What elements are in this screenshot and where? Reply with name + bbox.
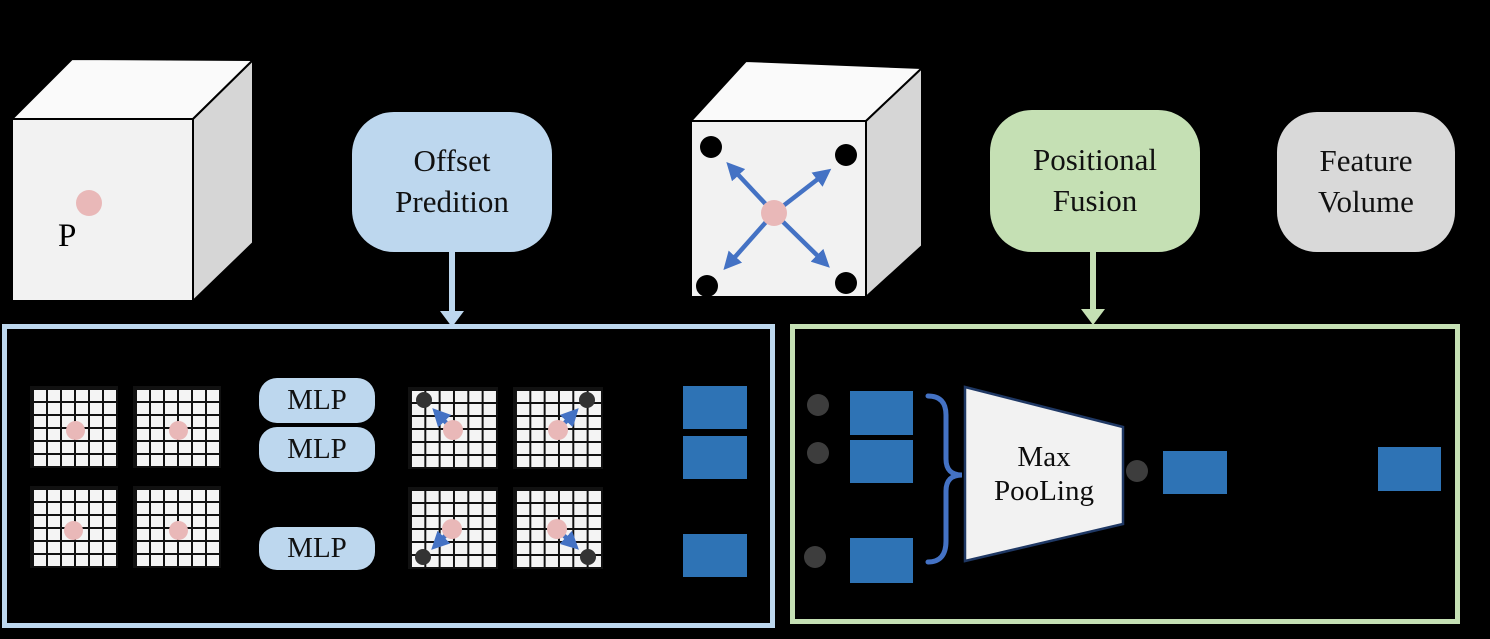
query-point xyxy=(76,190,102,216)
query-point xyxy=(548,420,568,440)
feature-volume-box: Feature Volume xyxy=(1277,112,1455,252)
offset-point-dot xyxy=(580,549,596,565)
feature-vector-rect xyxy=(683,436,747,479)
mlp-box: MLP xyxy=(259,378,375,423)
offset-prediction-arrow xyxy=(449,250,455,312)
query-point xyxy=(169,421,188,440)
max-pooling-line1: Max xyxy=(1017,440,1071,473)
positional-fusion-arrow xyxy=(1090,250,1096,310)
query-point-label: P xyxy=(58,218,76,254)
feature-grid xyxy=(133,486,221,568)
max-pooling-label: Max PooLing xyxy=(963,428,1125,520)
feature-grid xyxy=(133,386,221,468)
query-point xyxy=(64,521,83,540)
sample-feature-rect xyxy=(850,391,913,435)
offset-points-cube xyxy=(689,59,925,300)
feature-volume-line1: Feature xyxy=(1319,143,1413,179)
mlp-label: MLP xyxy=(287,532,347,564)
offset-prediction-panel xyxy=(2,324,775,628)
query-point xyxy=(66,421,85,440)
feature-vector-rect xyxy=(683,534,747,577)
max-pooling-block xyxy=(963,385,1125,563)
offset-point-dot xyxy=(416,392,432,408)
positional-fusion-box: Positional Fusion xyxy=(990,110,1200,252)
feature-grid xyxy=(30,486,118,568)
offset-grid xyxy=(513,487,603,569)
mlp-label: MLP xyxy=(287,433,347,465)
corner-point-dot xyxy=(696,275,718,297)
grouping-brace xyxy=(925,393,963,565)
offset-prediction-line1: Offset xyxy=(413,143,491,179)
offset-grid-arrow-dr xyxy=(547,519,596,565)
offset-grid xyxy=(408,387,498,469)
pooled-point-dot xyxy=(1126,460,1148,482)
positional-fusion-line2: Fusion xyxy=(1052,183,1138,218)
corner-point-dot xyxy=(835,272,857,294)
feature-vector-rect xyxy=(683,386,747,429)
offset-prediction-box: Offset Predition xyxy=(352,112,552,252)
positional-fusion-line1: Positional xyxy=(1032,142,1157,178)
offset-grid-arrow-ul xyxy=(416,392,463,440)
input-volume-cube: P xyxy=(10,57,256,303)
offset-prediction-line2: Predition xyxy=(395,184,509,219)
sample-feature-rect xyxy=(850,538,913,583)
offset-grid-arrow-ur xyxy=(548,392,595,440)
output-feature-rect xyxy=(1378,447,1441,491)
mlp-label: MLP xyxy=(287,384,347,416)
feature-volume-line2: Volume xyxy=(1318,184,1414,219)
offset-grid-arrow-dl xyxy=(415,519,462,565)
max-pooling-line2: PooLing xyxy=(994,475,1094,507)
offset-point-dot xyxy=(415,549,431,565)
offset-point-dot xyxy=(579,392,595,408)
mlp-box: MLP xyxy=(259,427,375,472)
sample-feature-rect xyxy=(850,440,913,483)
sample-point-dot xyxy=(807,442,829,464)
query-point xyxy=(761,200,787,226)
corner-point-dot xyxy=(700,136,722,158)
positional-fusion-arrowhead xyxy=(1081,309,1105,325)
sample-point-dot xyxy=(804,546,826,568)
query-point xyxy=(442,519,462,539)
query-point xyxy=(547,519,567,539)
feature-grid xyxy=(30,386,118,468)
offset-prediction-arrowhead xyxy=(440,311,464,327)
query-point xyxy=(169,521,188,540)
fused-feature-rect xyxy=(1163,451,1227,494)
query-point xyxy=(443,420,463,440)
corner-point-dot xyxy=(835,144,857,166)
sample-point-dot xyxy=(807,394,829,416)
mlp-box: MLP xyxy=(259,527,375,570)
